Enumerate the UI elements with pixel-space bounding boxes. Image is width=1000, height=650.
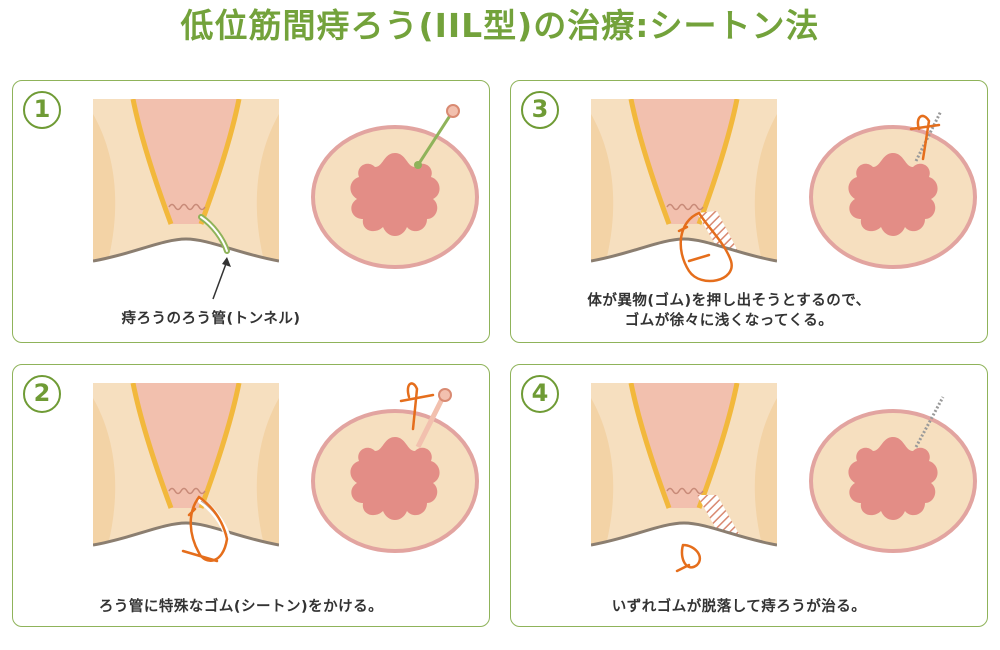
anus-front-view: [311, 125, 479, 269]
seton-knot: [399, 382, 435, 431]
seton-loop: [181, 495, 229, 563]
step-3-illustration: [591, 99, 977, 283]
step-1-illustration: [93, 99, 479, 300]
step-2-illustration: [93, 382, 479, 563]
anal-canal-cross-section: [93, 383, 279, 549]
step-panel-2: 2 ろう管に特殊: [12, 364, 490, 627]
step-number-badge: 1: [23, 91, 61, 129]
seton-knot: [909, 114, 941, 161]
hatched-scar-line: [914, 396, 945, 448]
seton-loop: [677, 211, 733, 283]
anal-canal-cross-section: [591, 383, 777, 549]
probe: [416, 110, 455, 166]
step-caption: ろう管に特殊なゴム(シートン)をかける。: [98, 599, 384, 615]
anal-canal-cross-section: [591, 99, 777, 265]
step-panel-4: 4 いずれゴムが脱落して痔ろうが治る。: [510, 364, 988, 627]
step-4-illustration: [591, 383, 977, 573]
page-title: 低位筋間痔ろう(IIL型)の治療:シートン法: [180, 6, 820, 45]
probe: [415, 395, 446, 449]
fallen-seton: [675, 543, 702, 573]
step-panel-3: 3 体が異物(ゴム)を押し出そうとするの: [510, 80, 988, 343]
step-number-badge: 4: [521, 375, 559, 413]
step-number-badge: 3: [521, 91, 559, 129]
anus-front-view: [311, 409, 479, 553]
step-caption: 痔ろうのろう管(トンネル): [121, 311, 301, 327]
step-caption: 体が異物(ゴム)を押し出そうとするので、 ゴムが徐々に浅くなってくる。: [587, 293, 871, 329]
anus-front-view: [809, 409, 977, 553]
hatched-scar-line: [914, 110, 943, 162]
anal-canal-cross-section: [93, 99, 279, 265]
step-panel-1: 1: [12, 80, 490, 343]
step-number-badge: 2: [23, 375, 61, 413]
step-caption: いずれゴムが脱落して痔ろうが治る。: [611, 599, 867, 615]
anus-front-view: [809, 125, 977, 269]
